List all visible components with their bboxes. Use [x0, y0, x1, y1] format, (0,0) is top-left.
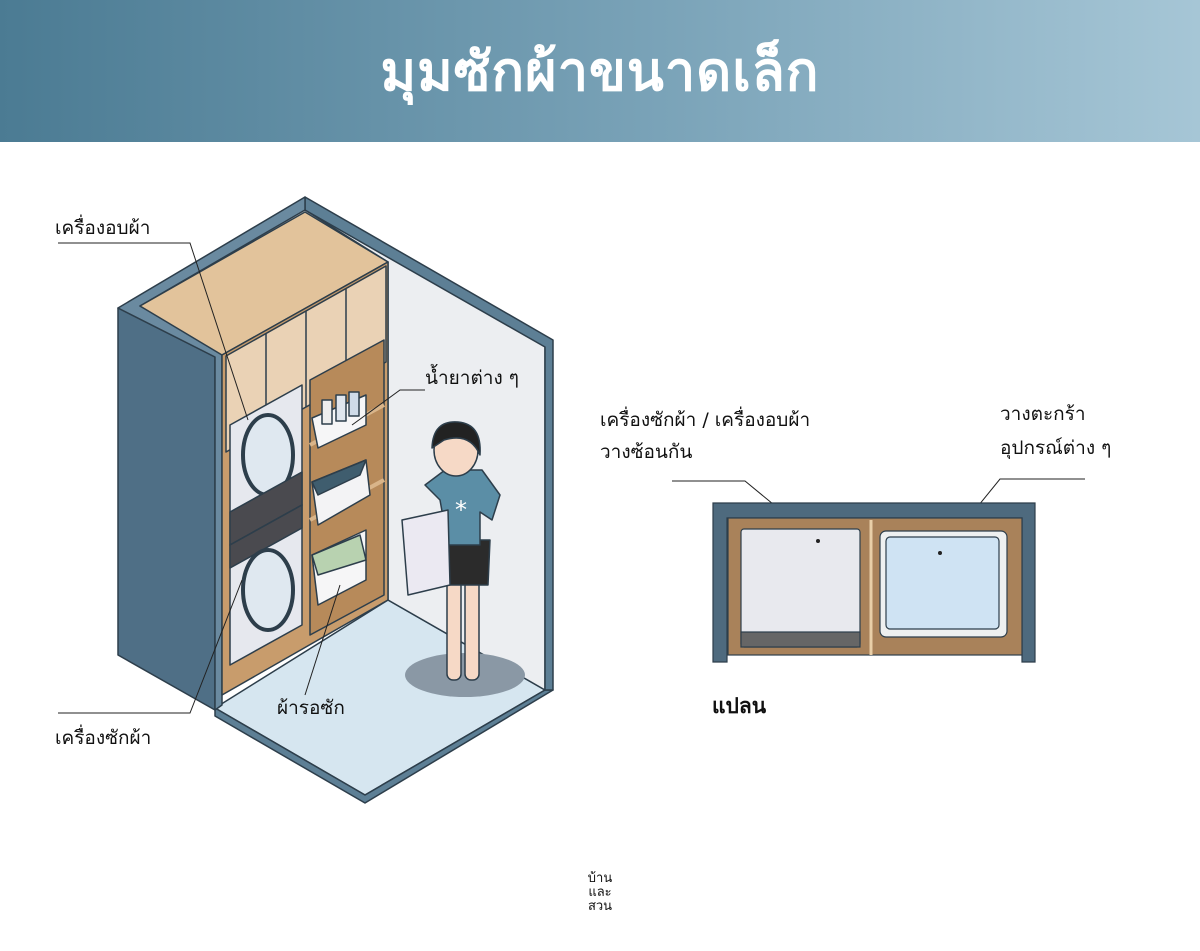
label-basket-line1: วางตะกร้า [1000, 403, 1086, 425]
label-stacked-line2: วางซ้อนกัน [600, 441, 693, 463]
page-title: มุมซักผ้าขนาดเล็ก [380, 40, 820, 103]
person-shorts [447, 539, 491, 586]
label-stacked-line1: เครื่องซักผ้า / เครื่องอบผ้า [600, 409, 811, 431]
brand-logo: บ้าน และสวน [578, 872, 622, 914]
logo-line2: และสวน [587, 885, 613, 914]
logo-line1: บ้าน [587, 871, 613, 886]
floor-plan [712, 502, 1036, 663]
laundry-basket [401, 509, 451, 596]
plan-title: แปลน [712, 694, 767, 718]
svg-text:*: * [455, 496, 467, 524]
left-wall [117, 307, 216, 711]
label-washer: เครื่องซักผ้า [55, 727, 152, 749]
header-banner: มุมซักผ้าขนาดเล็ก [0, 0, 1200, 142]
plan-washer [740, 528, 861, 648]
label-laundry: ผ้ารอซัก [277, 697, 345, 719]
label-detergents: น้ำยาต่าง ๆ [425, 367, 519, 389]
label-basket-line2: อุปกรณ์ต่าง ๆ [1000, 437, 1112, 459]
label-dryer: เครื่องอบผ้า [55, 217, 151, 239]
